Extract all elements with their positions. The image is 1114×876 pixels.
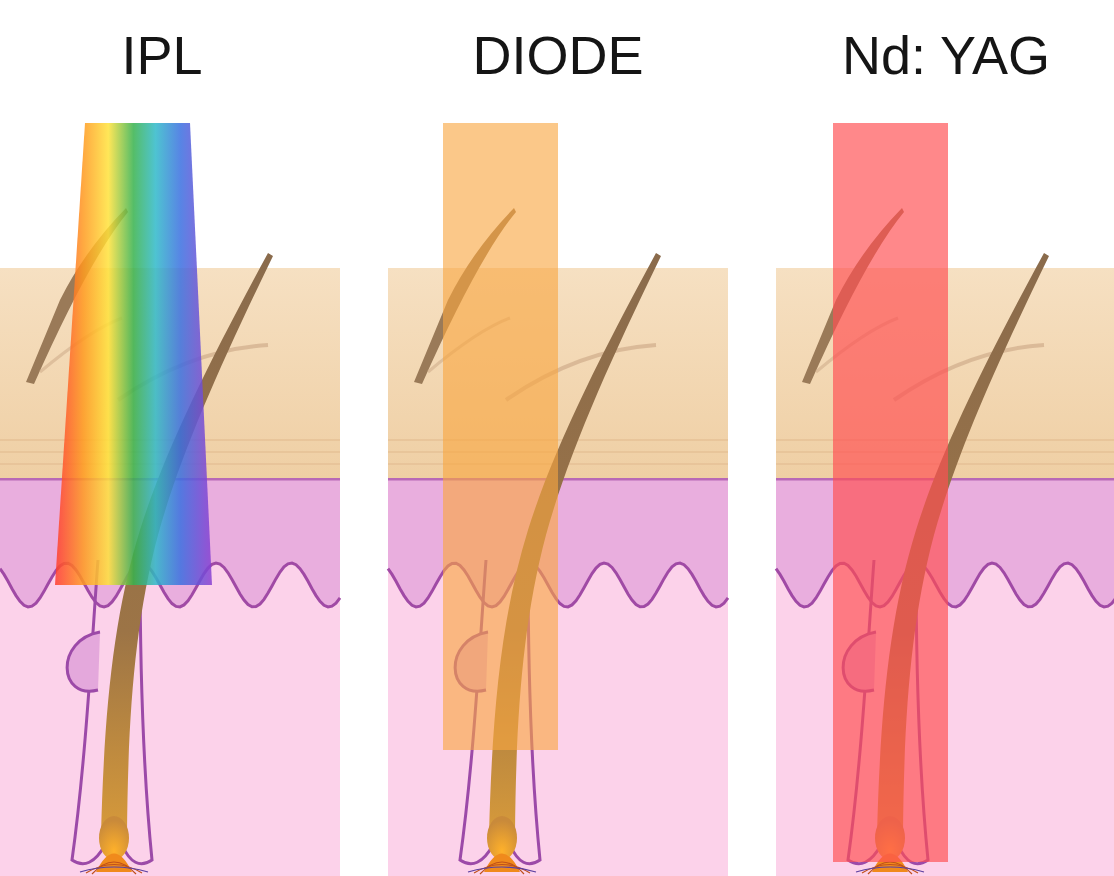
dermal-papilla	[96, 854, 132, 873]
hair-bulb	[487, 816, 517, 860]
skin-panel	[0, 123, 340, 876]
panel-title: Nd: YAG	[842, 26, 1050, 85]
papilla-vessel	[80, 867, 148, 872]
ipl-light-beam	[55, 123, 212, 585]
panel-title: DIODE	[472, 26, 643, 85]
dermal-papilla	[484, 854, 520, 873]
sebaceous-gland	[67, 632, 100, 691]
papilla-vessel	[468, 867, 536, 872]
papilla-vessel	[856, 867, 924, 872]
skin-panel	[388, 123, 728, 876]
panel-title: IPL	[121, 26, 202, 85]
ndyag-laser-beam	[833, 123, 948, 862]
skin-panel	[776, 123, 1114, 876]
diode-laser-beam	[443, 123, 558, 750]
hair-bulb	[99, 816, 129, 860]
